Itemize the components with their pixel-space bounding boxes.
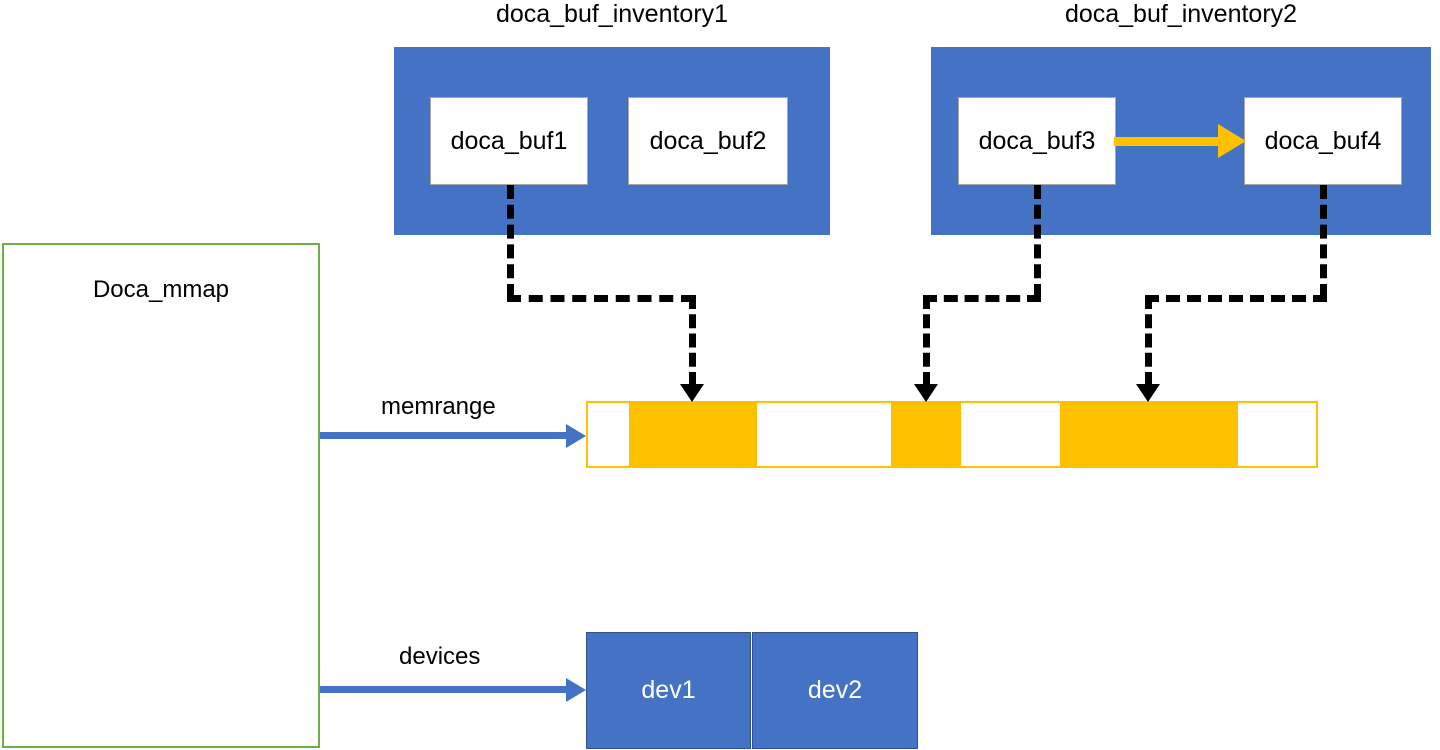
inventory1-title: doca_buf_inventory1 — [495, 0, 729, 28]
doca-buf3-box[interactable]: doca_buf3 — [958, 97, 1116, 185]
doca-buf1-label: doca_buf1 — [450, 126, 568, 155]
doca-buf3-label: doca_buf3 — [978, 126, 1096, 155]
inventory2-title: doca_buf_inventory2 — [1064, 0, 1298, 28]
devices-arrow-icon — [566, 678, 586, 702]
memrange-segment-occupied-1[interactable] — [629, 403, 757, 466]
doca-buf2-box[interactable]: doca_buf2 — [628, 97, 788, 185]
doca-buf2-label: doca_buf2 — [649, 126, 767, 155]
dashed-connector-buf4-vertical-bottom — [1145, 295, 1152, 386]
doca-buf4-box[interactable]: doca_buf4 — [1244, 97, 1402, 185]
dashed-connector-buf1-vertical-bottom — [689, 295, 696, 386]
dashed-down-arrow-icon-buf4 — [1136, 384, 1160, 402]
dashed-connector-buf4-vertical-top — [1320, 185, 1327, 298]
dashed-connector-buf3-horizontal — [923, 295, 1041, 302]
dashed-down-arrow-icon-buf1 — [680, 384, 704, 402]
dev2-label: dev2 — [807, 676, 863, 704]
doca-buf1-box[interactable]: doca_buf1 — [430, 97, 588, 185]
doca-buf4-label: doca_buf4 — [1264, 126, 1382, 155]
yellow-right-arrow-icon — [1218, 124, 1246, 158]
dashed-connector-buf3-vertical-bottom — [923, 295, 930, 386]
dev1-label: dev1 — [641, 676, 696, 704]
dashed-connector-buf1-horizontal — [507, 295, 695, 302]
dashed-connector-buf4-horizontal — [1145, 295, 1327, 302]
dashed-connector-buf1-vertical-top — [507, 185, 514, 298]
devices-arrow-shaft — [320, 686, 568, 693]
doca-mmap-label: Doca_mmap — [92, 276, 230, 303]
memrange-segment-occupied-3[interactable] — [1060, 403, 1238, 466]
yellow-right-arrow-shaft — [1114, 137, 1220, 146]
memrange-label: memrange — [381, 393, 496, 420]
device-box-dev2[interactable]: dev2 — [752, 632, 918, 749]
memrange-bar[interactable] — [586, 401, 1318, 468]
memrange-segment-occupied-2[interactable] — [891, 403, 961, 466]
memrange-arrow-shaft — [320, 432, 568, 439]
devices-label: devices — [399, 643, 481, 670]
dashed-down-arrow-icon-buf3 — [914, 384, 938, 402]
device-box-dev1[interactable]: dev1 — [586, 632, 751, 749]
memrange-arrow-icon — [566, 424, 586, 448]
dashed-connector-buf3-vertical-top — [1034, 185, 1041, 298]
doca-mmap-box[interactable] — [2, 243, 320, 748]
